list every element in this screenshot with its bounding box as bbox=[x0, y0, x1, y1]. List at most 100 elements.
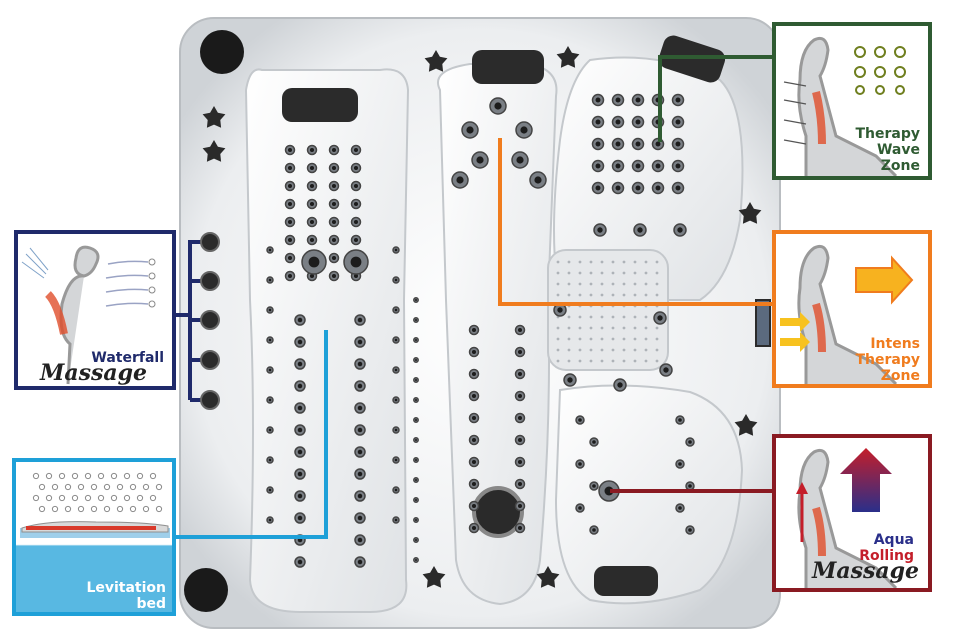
waterfall-label-line1: Waterfall bbox=[91, 350, 164, 366]
texture-dot bbox=[589, 282, 593, 286]
jet-nozzle bbox=[268, 368, 272, 372]
texture-dot bbox=[600, 293, 604, 297]
texture-dot bbox=[578, 326, 582, 330]
jet-nozzle bbox=[309, 273, 315, 279]
levitation-callout: Levitation bed bbox=[12, 458, 176, 616]
jet-nozzle bbox=[297, 317, 303, 323]
control-valve-icon bbox=[536, 566, 560, 588]
texture-dot bbox=[567, 326, 571, 330]
jet-nozzle bbox=[331, 147, 337, 153]
jet-nozzle bbox=[297, 405, 303, 411]
levitation-label-line1: Levitation bbox=[86, 580, 166, 596]
jet-nozzle bbox=[476, 156, 484, 164]
jet-nozzle bbox=[688, 528, 692, 532]
texture-dot bbox=[589, 260, 593, 264]
jet-nozzle bbox=[637, 227, 643, 233]
jet-nozzle bbox=[297, 515, 303, 521]
jet-nozzle bbox=[471, 481, 477, 487]
control-panel bbox=[755, 299, 771, 347]
texture-dot bbox=[644, 315, 648, 319]
bubble bbox=[77, 483, 85, 491]
control-valve-icon bbox=[202, 140, 226, 162]
jet-nozzle bbox=[308, 256, 320, 268]
texture-dot bbox=[611, 348, 615, 352]
texture-dot bbox=[556, 359, 560, 363]
jet-nozzle bbox=[578, 418, 582, 422]
jet-nozzle bbox=[268, 248, 272, 252]
texture-dot bbox=[600, 326, 604, 330]
bubble bbox=[110, 494, 118, 502]
texture-dot bbox=[589, 293, 593, 297]
bubble bbox=[142, 483, 150, 491]
jet-nozzle bbox=[297, 339, 303, 345]
intens-therapy-connector bbox=[498, 138, 772, 306]
texture-dot bbox=[589, 359, 593, 363]
waterfall-callout: Waterfall Massage bbox=[14, 230, 176, 390]
jet-nozzle bbox=[471, 503, 477, 509]
jet-nozzle bbox=[331, 201, 337, 207]
texture-dot bbox=[655, 260, 659, 264]
texture-dot bbox=[556, 293, 560, 297]
texture-dot bbox=[622, 315, 626, 319]
texture-dot bbox=[644, 359, 648, 363]
jet-nozzle bbox=[331, 219, 337, 225]
jet-nozzle bbox=[617, 382, 623, 388]
texture-dot bbox=[633, 260, 637, 264]
texture-dot bbox=[567, 337, 571, 341]
jet-nozzle bbox=[456, 176, 464, 184]
texture-dot bbox=[622, 326, 626, 330]
jet-nozzle bbox=[309, 237, 315, 243]
texture-dot bbox=[655, 359, 659, 363]
jet-nozzle bbox=[595, 97, 601, 103]
intens-therapy-label-line2: Therapy bbox=[855, 352, 920, 368]
jet-nozzle bbox=[655, 141, 661, 147]
jet-nozzle bbox=[309, 219, 315, 225]
jet-nozzle bbox=[663, 367, 669, 373]
jet-nozzle bbox=[394, 338, 398, 342]
texture-dot bbox=[589, 271, 593, 275]
jet-nozzle bbox=[331, 165, 337, 171]
waterfall-jet bbox=[200, 232, 220, 252]
bubble bbox=[142, 505, 150, 513]
jet-nozzle bbox=[675, 163, 681, 169]
jet-nozzle bbox=[331, 273, 337, 279]
jet-nozzle bbox=[357, 515, 363, 521]
jet-nozzle bbox=[677, 227, 683, 233]
texture-dot bbox=[600, 337, 604, 341]
jet-nozzle bbox=[471, 525, 477, 531]
texture-dot bbox=[644, 260, 648, 264]
jet-nozzle bbox=[657, 315, 663, 321]
jet-nozzle bbox=[595, 141, 601, 147]
jet-nozzle bbox=[268, 458, 272, 462]
jet-nozzle bbox=[415, 379, 417, 381]
texture-dot bbox=[622, 348, 626, 352]
texture-dot bbox=[633, 348, 637, 352]
jet-nozzle bbox=[309, 201, 315, 207]
texture-dot bbox=[589, 348, 593, 352]
texture-dot bbox=[655, 293, 659, 297]
jet-nozzle bbox=[415, 319, 417, 321]
texture-dot bbox=[633, 326, 637, 330]
jet-nozzle bbox=[471, 371, 477, 377]
jet-nozzle bbox=[353, 237, 359, 243]
jet-nozzle bbox=[353, 219, 359, 225]
pillow-bottom bbox=[594, 566, 658, 596]
jet-nozzle bbox=[517, 481, 523, 487]
jet-nozzle bbox=[615, 119, 621, 125]
texture-dot bbox=[644, 326, 648, 330]
therapy-wave-connector bbox=[658, 55, 772, 142]
bubble bbox=[32, 494, 40, 502]
jet-nozzle bbox=[604, 486, 614, 496]
levitation-figure bbox=[20, 472, 170, 538]
texture-dot bbox=[633, 282, 637, 286]
bubble bbox=[84, 494, 92, 502]
jet-nozzle bbox=[357, 493, 363, 499]
texture-dot bbox=[611, 315, 615, 319]
jet-nozzle bbox=[268, 428, 272, 432]
jet-nozzle bbox=[357, 317, 363, 323]
bubble bbox=[38, 483, 46, 491]
bubble bbox=[32, 472, 40, 480]
jet-nozzle bbox=[415, 559, 417, 561]
jet-nozzle bbox=[297, 471, 303, 477]
jet-nozzle bbox=[287, 219, 293, 225]
